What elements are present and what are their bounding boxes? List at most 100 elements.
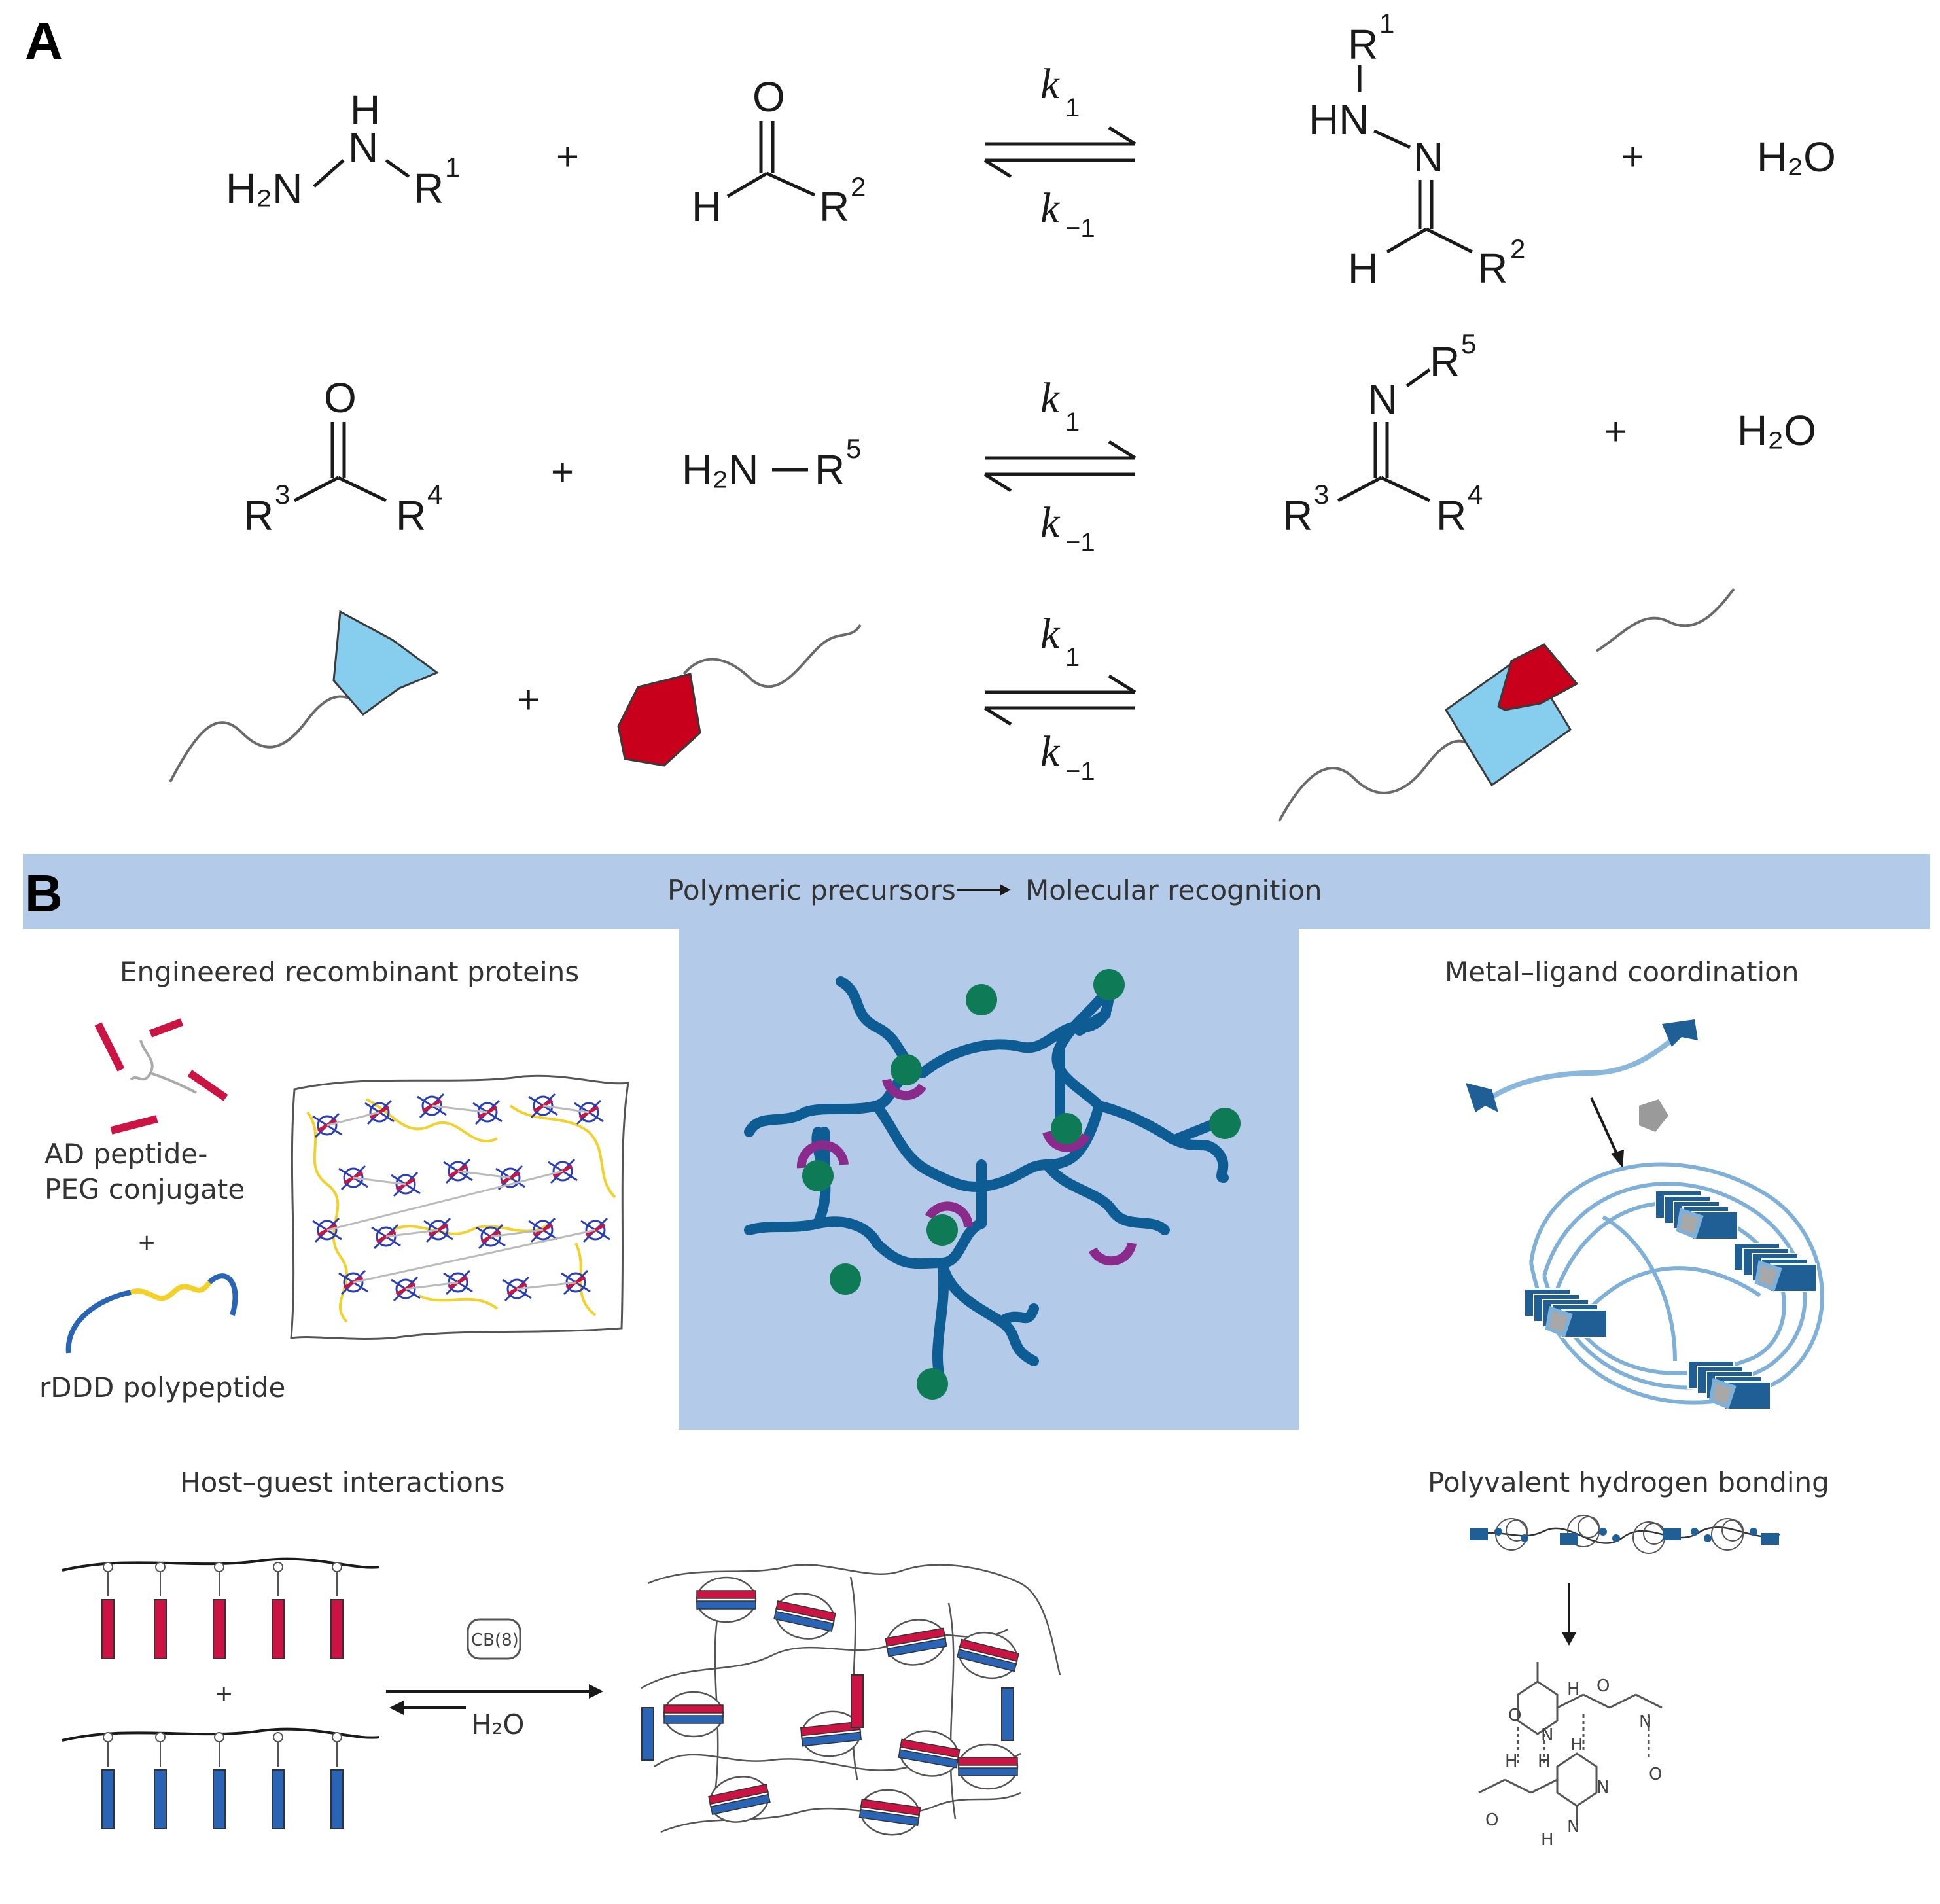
section-title: Metal–ligand coordination bbox=[1445, 956, 1799, 988]
guest-rod-blue bbox=[154, 1769, 167, 1829]
polymer-chain bbox=[1074, 1009, 1111, 1036]
metal-ion-icon bbox=[1639, 1099, 1668, 1132]
guest-blue bbox=[898, 1749, 959, 1769]
rddd-middle bbox=[130, 1280, 212, 1301]
bond bbox=[337, 476, 387, 502]
plus-sign: + bbox=[215, 1681, 234, 1707]
atom-o: O bbox=[1596, 1676, 1610, 1696]
crosslink-ring bbox=[552, 1161, 573, 1182]
crosslink-ring bbox=[428, 1220, 449, 1241]
ad-peg-label-line1: AD peptide- bbox=[44, 1138, 207, 1170]
host-guest-complex bbox=[898, 1730, 961, 1777]
crosslink-ring bbox=[565, 1272, 586, 1293]
guest-blue bbox=[696, 1600, 756, 1610]
peg-link bbox=[490, 1229, 544, 1238]
upy-dot bbox=[1750, 1528, 1757, 1536]
panel-label-b: B bbox=[25, 864, 63, 923]
upy-dimer-structure bbox=[1478, 1662, 1663, 1825]
peg-linker bbox=[150, 1072, 197, 1094]
ad-peg-label-line2: PEG conjugate bbox=[44, 1173, 245, 1205]
atom-n: N bbox=[1639, 1712, 1651, 1732]
atom-h: H bbox=[1505, 1752, 1518, 1771]
upy-dot bbox=[1704, 1534, 1712, 1542]
guest-ligand-shape bbox=[617, 673, 701, 767]
atom-r4: R bbox=[1436, 492, 1466, 539]
crosslink-ring bbox=[533, 1220, 554, 1241]
rate-subscript-forward: 1 bbox=[1065, 94, 1080, 122]
attachment-point bbox=[273, 1562, 283, 1572]
metal-ion-block bbox=[1676, 1208, 1704, 1239]
atom-o: O bbox=[1649, 1765, 1662, 1784]
guest-blue bbox=[957, 1649, 1017, 1672]
peg-link bbox=[431, 1104, 488, 1114]
attachment-point bbox=[103, 1732, 113, 1742]
assembly-arrow bbox=[1590, 1097, 1621, 1160]
crosslink-ring bbox=[369, 1102, 390, 1123]
crosslink-ring bbox=[395, 1174, 416, 1195]
ligand-nodes bbox=[802, 969, 1241, 1400]
cb8-host bbox=[663, 1691, 724, 1738]
ligand-loop bbox=[1581, 1266, 1761, 1316]
guest-red bbox=[958, 1757, 1018, 1766]
crosslink-nodes bbox=[312, 1093, 610, 1302]
plus-sign: + bbox=[517, 678, 540, 722]
atom-n: N bbox=[1367, 376, 1398, 423]
upy-polymer-chain bbox=[1470, 1515, 1780, 1554]
receptor-groups bbox=[796, 1078, 1137, 1266]
atom-h: H bbox=[692, 183, 722, 230]
metal-ion-block bbox=[1708, 1378, 1737, 1409]
ligand-node bbox=[966, 984, 997, 1015]
upy-unit bbox=[1560, 1533, 1578, 1545]
bond bbox=[766, 171, 816, 197]
coil-loop bbox=[1632, 1521, 1665, 1554]
host-guest-complex bbox=[708, 1776, 771, 1823]
crosslink-ring bbox=[421, 1095, 442, 1116]
yellow-chain bbox=[392, 1222, 551, 1235]
atom-o: O bbox=[324, 374, 357, 421]
crosslink-ring bbox=[343, 1167, 364, 1188]
guest-blue bbox=[663, 1715, 724, 1724]
cb8-label: CB(8) bbox=[471, 1631, 519, 1650]
crosslink-ring bbox=[376, 1226, 397, 1247]
polymer-tether bbox=[169, 695, 368, 783]
upy-dot bbox=[1521, 1534, 1528, 1542]
rate-subscript-forward: 1 bbox=[1065, 408, 1080, 436]
arrow-head bbox=[983, 472, 1012, 493]
protein-hydrogel-network bbox=[290, 1074, 629, 1340]
yellow-chain bbox=[418, 1294, 499, 1310]
metal-ligand-cage bbox=[1524, 1162, 1824, 1410]
rddd-polypeptide-icon bbox=[65, 1273, 238, 1354]
imine-structure: R 5 N R 3 R 4 bbox=[1282, 328, 1483, 539]
atom-o: O bbox=[1508, 1706, 1521, 1725]
cb8-host bbox=[957, 1743, 1019, 1790]
section-title: Host–guest interactions bbox=[180, 1466, 504, 1498]
ad-peptide bbox=[149, 1018, 184, 1038]
plus-sign: + bbox=[137, 1229, 156, 1256]
crosslink-ring bbox=[317, 1220, 338, 1241]
arrow-head bbox=[1108, 674, 1137, 694]
network-strand bbox=[849, 1576, 858, 1780]
crosslink-ring bbox=[448, 1161, 468, 1182]
section-metal-ligand: Metal–ligand coordination bbox=[1445, 956, 1824, 1410]
host-guest-complex bbox=[957, 1743, 1019, 1790]
attachment-point bbox=[214, 1562, 224, 1572]
coil-loop bbox=[1578, 1516, 1600, 1538]
section-host-guest: Host–guest interactions + CB(8) H₂O bbox=[62, 1466, 1061, 1836]
peg-link bbox=[542, 1104, 590, 1114]
guest-red bbox=[959, 1638, 1019, 1662]
water: H₂O bbox=[1737, 407, 1816, 454]
metal-ion-block bbox=[1545, 1306, 1573, 1337]
atom-h2n: H₂N bbox=[226, 165, 302, 212]
ad-peptide bbox=[187, 1070, 228, 1101]
ad-peptide-peg-icon bbox=[94, 1018, 228, 1135]
superscript-4: 4 bbox=[427, 479, 442, 510]
guest-rod-blue bbox=[330, 1769, 344, 1829]
guest-rod-red bbox=[154, 1599, 167, 1659]
ligand-loop bbox=[1542, 1182, 1807, 1390]
atom-o: O bbox=[752, 73, 785, 120]
guest-red bbox=[885, 1627, 945, 1647]
cb8-host bbox=[696, 1576, 757, 1623]
reaction-2: O R 3 R 4 + H₂N R 5 k 1 k −1 R bbox=[243, 328, 1816, 557]
amine-structure: H₂N R 5 bbox=[682, 433, 861, 493]
atom-r5: R bbox=[1430, 338, 1460, 385]
